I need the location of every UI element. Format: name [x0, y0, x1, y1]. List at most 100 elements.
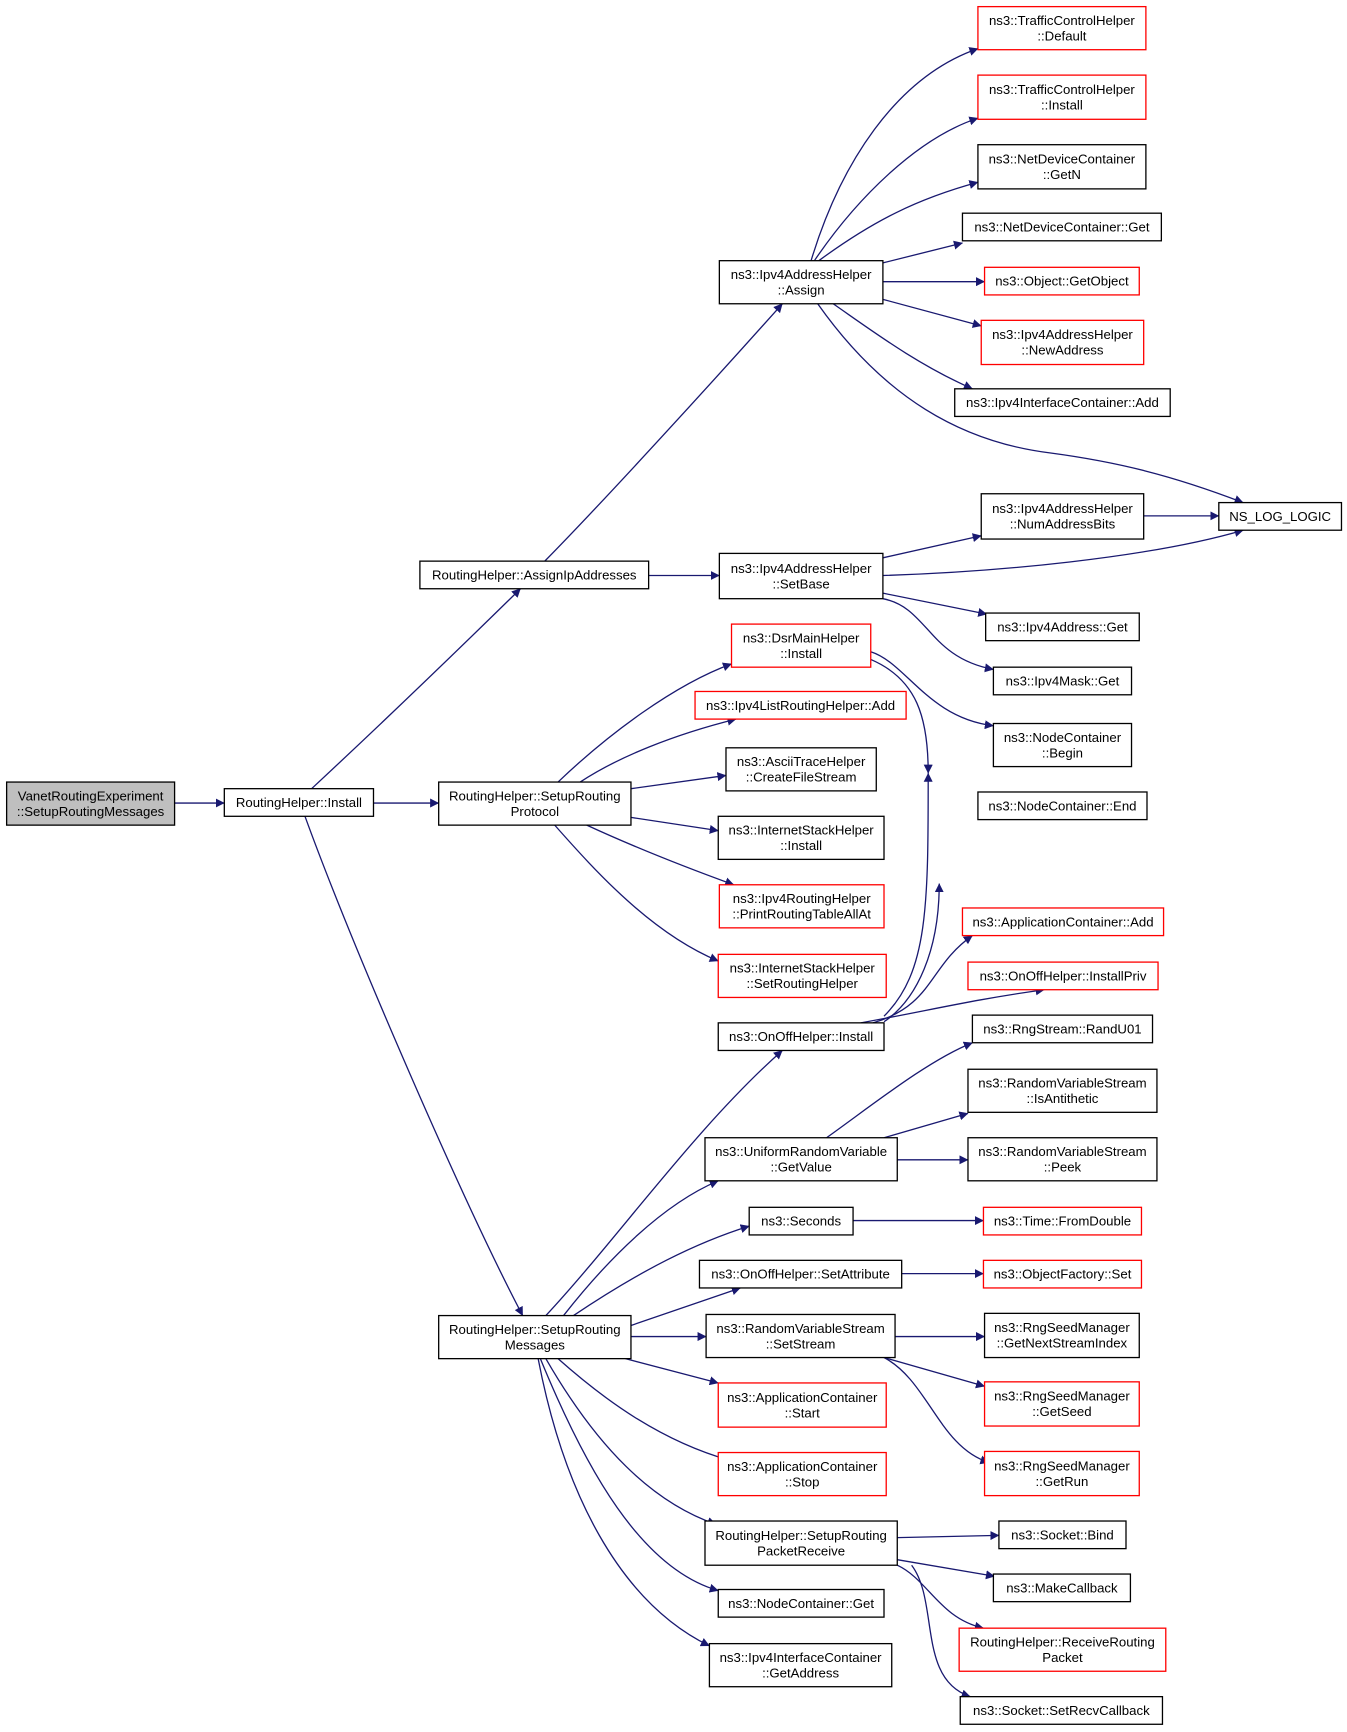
node-makecallback[interactable]: ns3::MakeCallback	[992, 1573, 1132, 1603]
node-objfactory-set[interactable]: ns3::ObjectFactory::Set	[982, 1259, 1143, 1289]
node-label: ns3::ObjectFactory::Set	[994, 1267, 1132, 1282]
edge-ipv4ah_assign-to-ndc_get	[882, 240, 963, 264]
node-ipv4ah-assign[interactable]: ns3::Ipv4AddressHelper::Assign	[718, 260, 884, 305]
node-ipv4ah-numbits[interactable]: ns3::Ipv4AddressHelper::NumAddressBits	[980, 493, 1145, 540]
node-appc-stop[interactable]: ns3::ApplicationContainer::Stop	[717, 1451, 887, 1497]
node-box	[708, 1642, 893, 1688]
node-label: ns3::Ipv4RoutingHelper	[733, 891, 871, 906]
node-appc-start[interactable]: ns3::ApplicationContainer::Start	[717, 1382, 887, 1428]
edge-setup_proto-to-ipv4rh_print	[586, 824, 735, 887]
node-label: VanetRoutingExperiment	[18, 788, 164, 803]
node-setup-msgs[interactable]: RoutingHelper::SetupRoutingMessages	[438, 1314, 632, 1360]
node-appc-add[interactable]: ns3::ApplicationContainer::Add	[961, 907, 1165, 937]
node-obj-getobject[interactable]: ns3::Object::GetObject	[983, 266, 1140, 296]
node-box	[5, 781, 176, 826]
node-rsm-getseed[interactable]: ns3::RngSeedManager::GetSeed	[983, 1381, 1140, 1427]
edge-onoff_install-to-onoff_installpriv	[860, 986, 1045, 1024]
node-nc-begin[interactable]: ns3::NodeContainer::Begin	[992, 722, 1133, 768]
node-rsm-getnext[interactable]: ns3::RngSeedManager::GetNextStreamIndex	[983, 1312, 1140, 1359]
node-label: ns3::Ipv4InterfaceContainer::Add	[966, 395, 1159, 410]
node-label: ::GetValue	[770, 1160, 831, 1175]
node-onoff-install[interactable]: ns3::OnOffHelper::Install	[717, 1022, 885, 1052]
node-nc-get[interactable]: ns3::NodeContainer::Get	[717, 1588, 885, 1618]
edge-rh_install-to-setup_msgs	[304, 816, 524, 1316]
node-ipv4addr-get[interactable]: ns3::Ipv4Address::Get	[985, 612, 1140, 642]
node-ish-setrouting[interactable]: ns3::InternetStackHelper::SetRoutingHelp…	[717, 953, 887, 999]
node-label: ::SetupRoutingMessages	[17, 804, 165, 819]
node-ipv4lrh-add[interactable]: ns3::Ipv4ListRoutingHelper::Add	[694, 690, 907, 720]
node-ipv4ic-getaddr[interactable]: ns3::Ipv4InterfaceContainer::GetAddress	[708, 1642, 893, 1688]
node-label: ns3::UniformRandomVariable	[715, 1144, 887, 1159]
node-ns-log-logic[interactable]: NS_LOG_LOGIC	[1218, 501, 1343, 531]
node-label: ::SetBase	[773, 576, 830, 591]
node-box	[718, 884, 885, 929]
node-label: Protocol	[511, 804, 559, 819]
edge-ipv4ah_assign-to-tch_install	[813, 116, 979, 262]
node-box	[985, 612, 1140, 642]
node-label: ns3::Time::FromDouble	[994, 1214, 1131, 1229]
edge-urv_getvalue-to-rvs_isanti	[883, 1111, 969, 1139]
edge-rvs_setstream-to-rsm_getrun	[883, 1356, 990, 1465]
node-ipv4rh-print[interactable]: ns3::Ipv4RoutingHelper::PrintRoutingTabl…	[718, 884, 885, 929]
node-box	[717, 1451, 887, 1497]
node-socket-setrecv[interactable]: ns3::Socket::SetRecvCallback	[959, 1696, 1164, 1725]
node-dsr-install[interactable]: ns3::DsrMainHelper::Install	[730, 623, 872, 668]
node-ipv4ah-newaddr[interactable]: ns3::Ipv4AddressHelper::NewAddress	[980, 319, 1145, 366]
node-ipv4ic-add[interactable]: ns3::Ipv4InterfaceContainer::Add	[954, 388, 1171, 418]
node-rvs-setstream[interactable]: ns3::RandomVariableStream::SetStream	[705, 1313, 896, 1359]
node-ipv4mask-get[interactable]: ns3::Ipv4Mask::Get	[992, 666, 1133, 696]
node-label: ns3::TrafficControlHelper	[989, 82, 1135, 97]
node-tch-default[interactable]: ns3::TrafficControlHelper::Default	[977, 5, 1147, 51]
node-label: ::GetAddress	[762, 1665, 839, 1680]
node-label: ::Install	[780, 838, 822, 853]
node-seconds[interactable]: ns3::Seconds	[748, 1206, 854, 1236]
node-rsm-getrun[interactable]: ns3::RngSeedManager::GetRun	[983, 1450, 1140, 1497]
node-ndc-getn[interactable]: ns3::NetDeviceContainer::GetN	[977, 144, 1147, 190]
function-nodes: VanetRoutingExperiment::SetupRoutingMess…	[5, 5, 1343, 1725]
node-label: ::IsAntithetic	[1027, 1091, 1099, 1106]
node-nc-end[interactable]: ns3::NodeContainer::End	[977, 791, 1148, 821]
node-label: ns3::NetDeviceContainer::Get	[974, 219, 1150, 234]
node-label: ns3::ApplicationContainer	[727, 1390, 878, 1405]
node-rh-install[interactable]: RoutingHelper::Install	[223, 788, 375, 817]
node-onoff-installpriv[interactable]: ns3::OnOffHelper::InstallPriv	[967, 961, 1159, 991]
edge-setup_msgs-to-setup_pkt_recv	[545, 1358, 717, 1526]
node-label: ns3::NetDeviceContainer	[989, 152, 1136, 167]
node-label: ::Start	[785, 1405, 821, 1420]
node-ipv4ah-setbase[interactable]: ns3::Ipv4AddressHelper::SetBase	[718, 552, 884, 600]
node-ish-install[interactable]: ns3::InternetStackHelper::Install	[717, 815, 885, 861]
node-label: ::Install	[780, 646, 822, 661]
node-ath-create[interactable]: ns3::AsciiTraceHelper::CreateFileStream	[725, 747, 877, 792]
node-box	[977, 74, 1147, 120]
node-tch-install[interactable]: ns3::TrafficControlHelper::Install	[977, 74, 1147, 120]
node-rvs-isanti[interactable]: ns3::RandomVariableStream::IsAntithetic	[967, 1068, 1158, 1113]
node-socket-bind[interactable]: ns3::Socket::Bind	[998, 1520, 1127, 1550]
node-rvs-peek[interactable]: ns3::RandomVariableStream::Peek	[967, 1137, 1158, 1182]
node-label: ns3::RngSeedManager	[994, 1320, 1130, 1335]
node-time-fromdouble[interactable]: ns3::Time::FromDouble	[982, 1206, 1143, 1236]
node-label: ns3::NodeContainer::Get	[728, 1596, 874, 1611]
edge-setup_pkt_recv-to-recv_pkt	[896, 1564, 984, 1631]
node-label: RoutingHelper::SetupRouting	[449, 788, 621, 803]
node-rng-randu01[interactable]: ns3::RngStream::RandU01	[971, 1014, 1154, 1044]
node-urv-getvalue[interactable]: ns3::UniformRandomVariable::GetValue	[704, 1137, 898, 1182]
node-assign-ip[interactable]: RoutingHelper::AssignIpAddresses	[419, 560, 650, 590]
node-box	[971, 1014, 1154, 1044]
edge-onoff_install-to-appc_add	[872, 935, 973, 1024]
node-box	[717, 1588, 885, 1618]
edge-setup_proto-to-dsr_install	[557, 662, 732, 783]
node-ndc-get[interactable]: ns3::NetDeviceContainer::Get	[961, 212, 1163, 242]
node-box	[1218, 501, 1343, 531]
node-vanet[interactable]: VanetRoutingExperiment::SetupRoutingMess…	[5, 781, 176, 826]
node-box	[980, 319, 1145, 366]
node-onoff-setattr[interactable]: ns3::OnOffHelper::SetAttribute	[698, 1259, 903, 1289]
node-box	[725, 747, 877, 792]
node-box	[717, 1022, 885, 1052]
node-label: ns3::RngSeedManager	[994, 1389, 1130, 1404]
node-label: ns3::InternetStackHelper	[730, 961, 876, 976]
node-label: RoutingHelper::Install	[236, 795, 362, 810]
node-box	[438, 781, 632, 826]
